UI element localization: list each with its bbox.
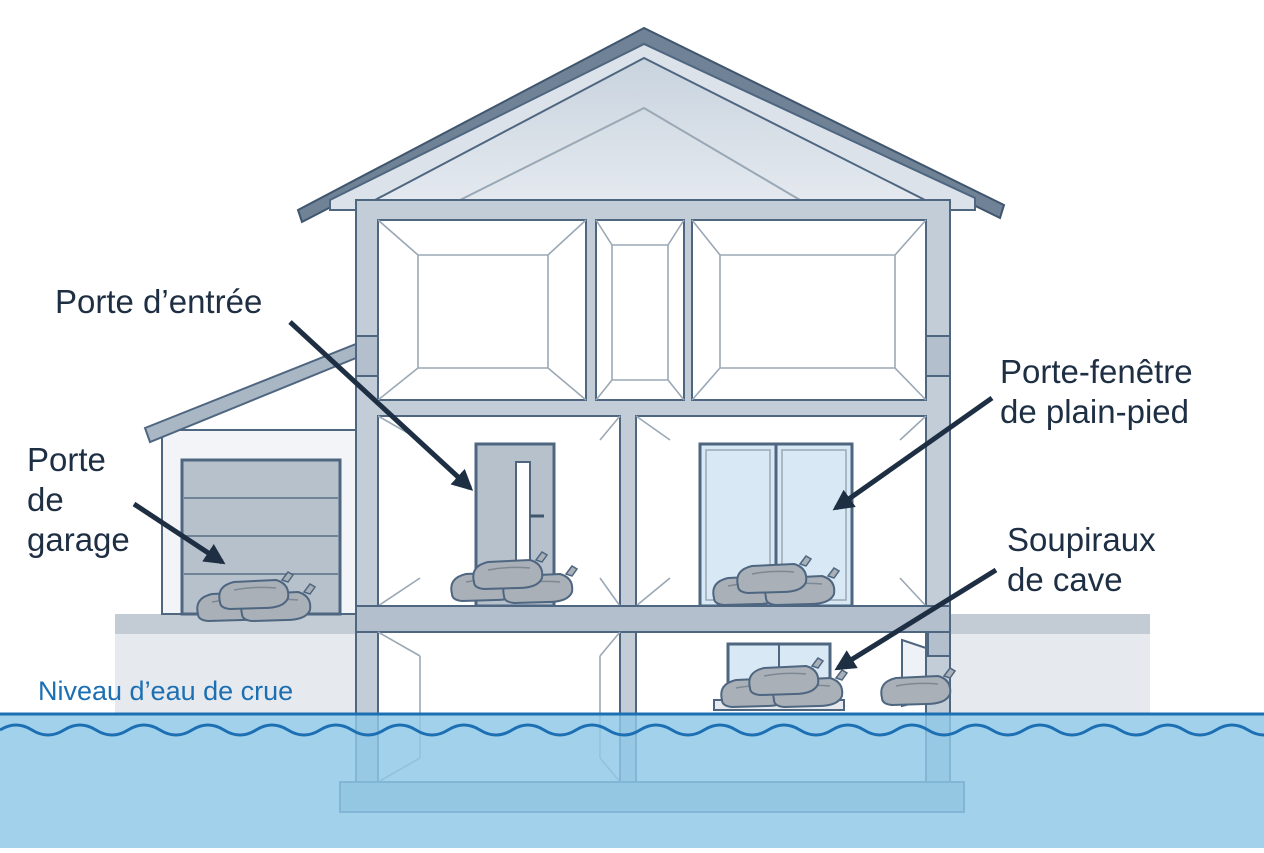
label-cellar-vents-line1: Soupiraux (1007, 521, 1156, 558)
garage-annex (143, 342, 357, 616)
callout-arrows (132, 320, 998, 671)
label-cellar-vents: Soupiraux de cave (1007, 520, 1156, 600)
wave-icon (0, 723, 1264, 737)
label-french-window: Porte-fenêtre de plain-pied (1000, 352, 1193, 432)
arrow-icon (834, 567, 998, 671)
label-entry-door: Porte d’entrée (55, 282, 262, 322)
label-entry-door-text: Porte d’entrée (55, 283, 263, 320)
label-garage-door-line1: Porte (27, 441, 106, 478)
arrow-icon (132, 501, 226, 565)
label-garage-door: Porte de garage (27, 440, 130, 560)
label-french-window-line2: de plain-pied (1000, 393, 1189, 430)
roof (296, 26, 1006, 224)
flood-water (0, 712, 1264, 848)
label-garage-door-line2: de (27, 481, 64, 518)
label-flood-level: Niveau d’eau de crue (38, 676, 294, 706)
label-cellar-vents-line2: de cave (1007, 561, 1123, 598)
arrow-icon (288, 320, 474, 491)
arrow-icon (832, 395, 994, 511)
label-french-window-line1: Porte-fenêtre (1000, 353, 1193, 390)
label-garage-door-line3: garage (27, 521, 130, 558)
